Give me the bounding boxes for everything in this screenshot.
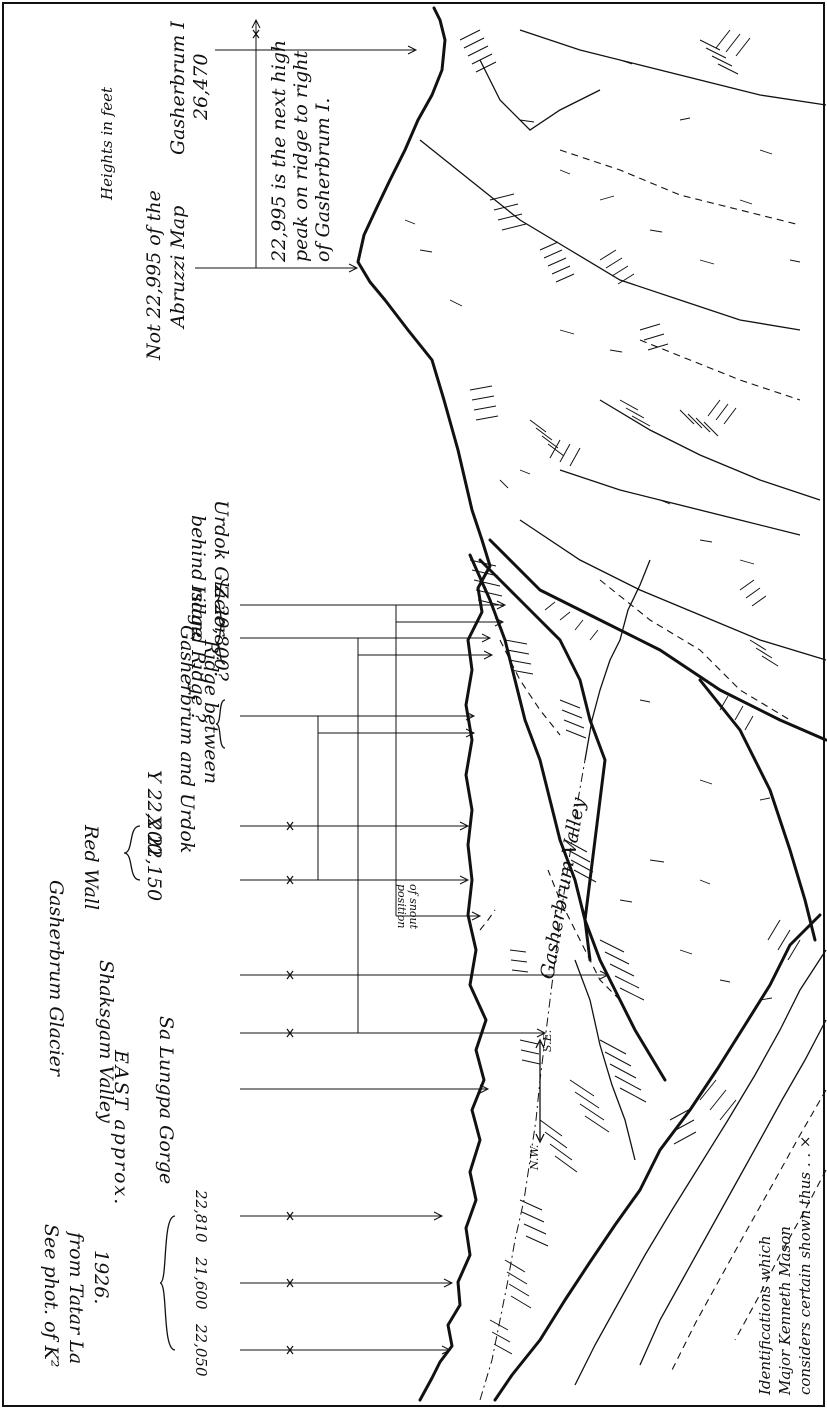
gasherbrum-valley-right-wall xyxy=(468,553,667,1082)
not-abruzzi-line2: Abruzzi Map xyxy=(167,206,189,330)
cross-22810 xyxy=(286,1211,294,1221)
foreground-ridge-3 xyxy=(639,1019,827,1366)
slope-texture xyxy=(404,59,801,1001)
ridge-between-line1: Ridge between xyxy=(200,639,222,784)
y-peak-label: Y 22,200 xyxy=(143,770,165,855)
height-22050: 22,050 xyxy=(192,1323,210,1377)
cross-y xyxy=(286,821,294,831)
valley-word-label: Gasherbrum Valley xyxy=(536,796,590,981)
tatar-la-line3: 1926. xyxy=(90,1250,112,1304)
valley-floor-upper xyxy=(574,959,636,1161)
brace-red-wall xyxy=(123,825,141,881)
snout-line xyxy=(479,909,496,931)
ridge-between-line2: Gasherbrum and Urdok xyxy=(176,625,198,853)
brace-island-ridge xyxy=(215,621,226,665)
slope-line-3 xyxy=(599,579,791,721)
heights-note: Heights in feet xyxy=(98,86,116,201)
x-peak-label: X 22,150 xyxy=(143,813,165,901)
leader-lines xyxy=(195,18,608,1351)
nw-label: N.W. xyxy=(528,1145,541,1171)
slope-line-10 xyxy=(639,339,801,401)
snout-line1: position xyxy=(395,884,408,928)
legend-line2: Major Kenneth Mason xyxy=(776,1226,794,1396)
slope-line-1 xyxy=(488,538,827,742)
se-label: S.E. xyxy=(541,1030,554,1052)
skyline-ridge xyxy=(356,6,492,1402)
cross-gasherbrum-glacier xyxy=(286,970,294,980)
height-21600: 21,600 xyxy=(192,1256,210,1310)
braces xyxy=(123,579,226,1351)
snout-line2: of snout xyxy=(407,884,420,930)
brace-ridge-between xyxy=(215,699,226,749)
brace-urdok xyxy=(215,579,226,623)
ridge-dash-upper xyxy=(499,639,561,736)
leader-arrowheads xyxy=(433,600,610,1355)
cross-22050 xyxy=(286,1345,294,1355)
shaksgam-label: Shaksgam Valley xyxy=(95,960,117,1123)
slope-line-5 xyxy=(559,469,801,536)
sa-lungpa-label: Sa Lungpa Gorge xyxy=(155,1016,177,1184)
cross-next-peak xyxy=(252,29,260,39)
not-abruzzi-line1: Not 22,995 of the xyxy=(143,190,165,361)
leader-not-abruzzi-arrow xyxy=(348,263,359,273)
gasherbrum-i-height: 26,470 xyxy=(190,54,212,121)
east-approx: EAST approx. xyxy=(110,1049,132,1206)
foreground-ridge-2 xyxy=(574,949,827,1386)
legend-line3: considers certain shown thus . . × xyxy=(796,1136,814,1395)
slope-line-9 xyxy=(599,399,821,501)
slope-line-11 xyxy=(479,59,601,131)
brace-tatar-la xyxy=(159,1215,176,1351)
urdok-line1: Urdok Glacier xyxy=(210,500,232,638)
mountain-drawing xyxy=(356,6,827,1402)
cross-shaksgam xyxy=(286,1028,294,1038)
gasherbrum-i-name: Gasherbrum I xyxy=(167,21,189,155)
gasherbrum-glacier-label: Gasherbrum Glacier xyxy=(45,880,67,1078)
slope-line-7 xyxy=(519,29,827,106)
red-wall-label: Red Wall xyxy=(80,824,102,910)
legend-line1: Identifications which xyxy=(756,1235,774,1396)
certainty-crosses xyxy=(252,29,294,1355)
height-22810: 22,810 xyxy=(192,1189,210,1243)
next-peak-line1: 22,995 is the next high xyxy=(268,40,290,263)
foreground-ridge-4 xyxy=(671,1089,827,1371)
leader-next-peak-arrow xyxy=(251,18,261,29)
island-ridge-label: Island Ridge ? xyxy=(187,584,209,723)
foreground-ridge-1 xyxy=(493,913,822,1402)
slope-line-2 xyxy=(519,519,827,661)
urdok-line2: behind ridge xyxy=(187,515,209,638)
z-peak-label: Z 20,800? xyxy=(210,584,232,682)
gasherbrum-valley-left-wall xyxy=(478,558,607,962)
leader-gasherbrum-i-arrow xyxy=(407,45,418,55)
next-peak-line2: peak on ridge to right xyxy=(290,51,312,262)
tatar-la-line1: See phot. of K² xyxy=(40,1224,62,1367)
slope-line-6 xyxy=(419,139,801,331)
tatar-la-line2: from Tatar La xyxy=(65,1230,87,1364)
next-peak-line3: of Gasherbrum I. xyxy=(312,98,334,262)
slope-line-8 xyxy=(559,149,801,226)
cross-x xyxy=(286,875,294,885)
rock-hatching xyxy=(459,29,801,1355)
cross-21600 xyxy=(286,1278,294,1288)
nw-se-arrowheads xyxy=(535,1038,545,1144)
glacier-moraine xyxy=(547,869,621,1001)
foreground-ridge-5 xyxy=(734,1169,827,1341)
slope-line-4 xyxy=(698,678,817,942)
